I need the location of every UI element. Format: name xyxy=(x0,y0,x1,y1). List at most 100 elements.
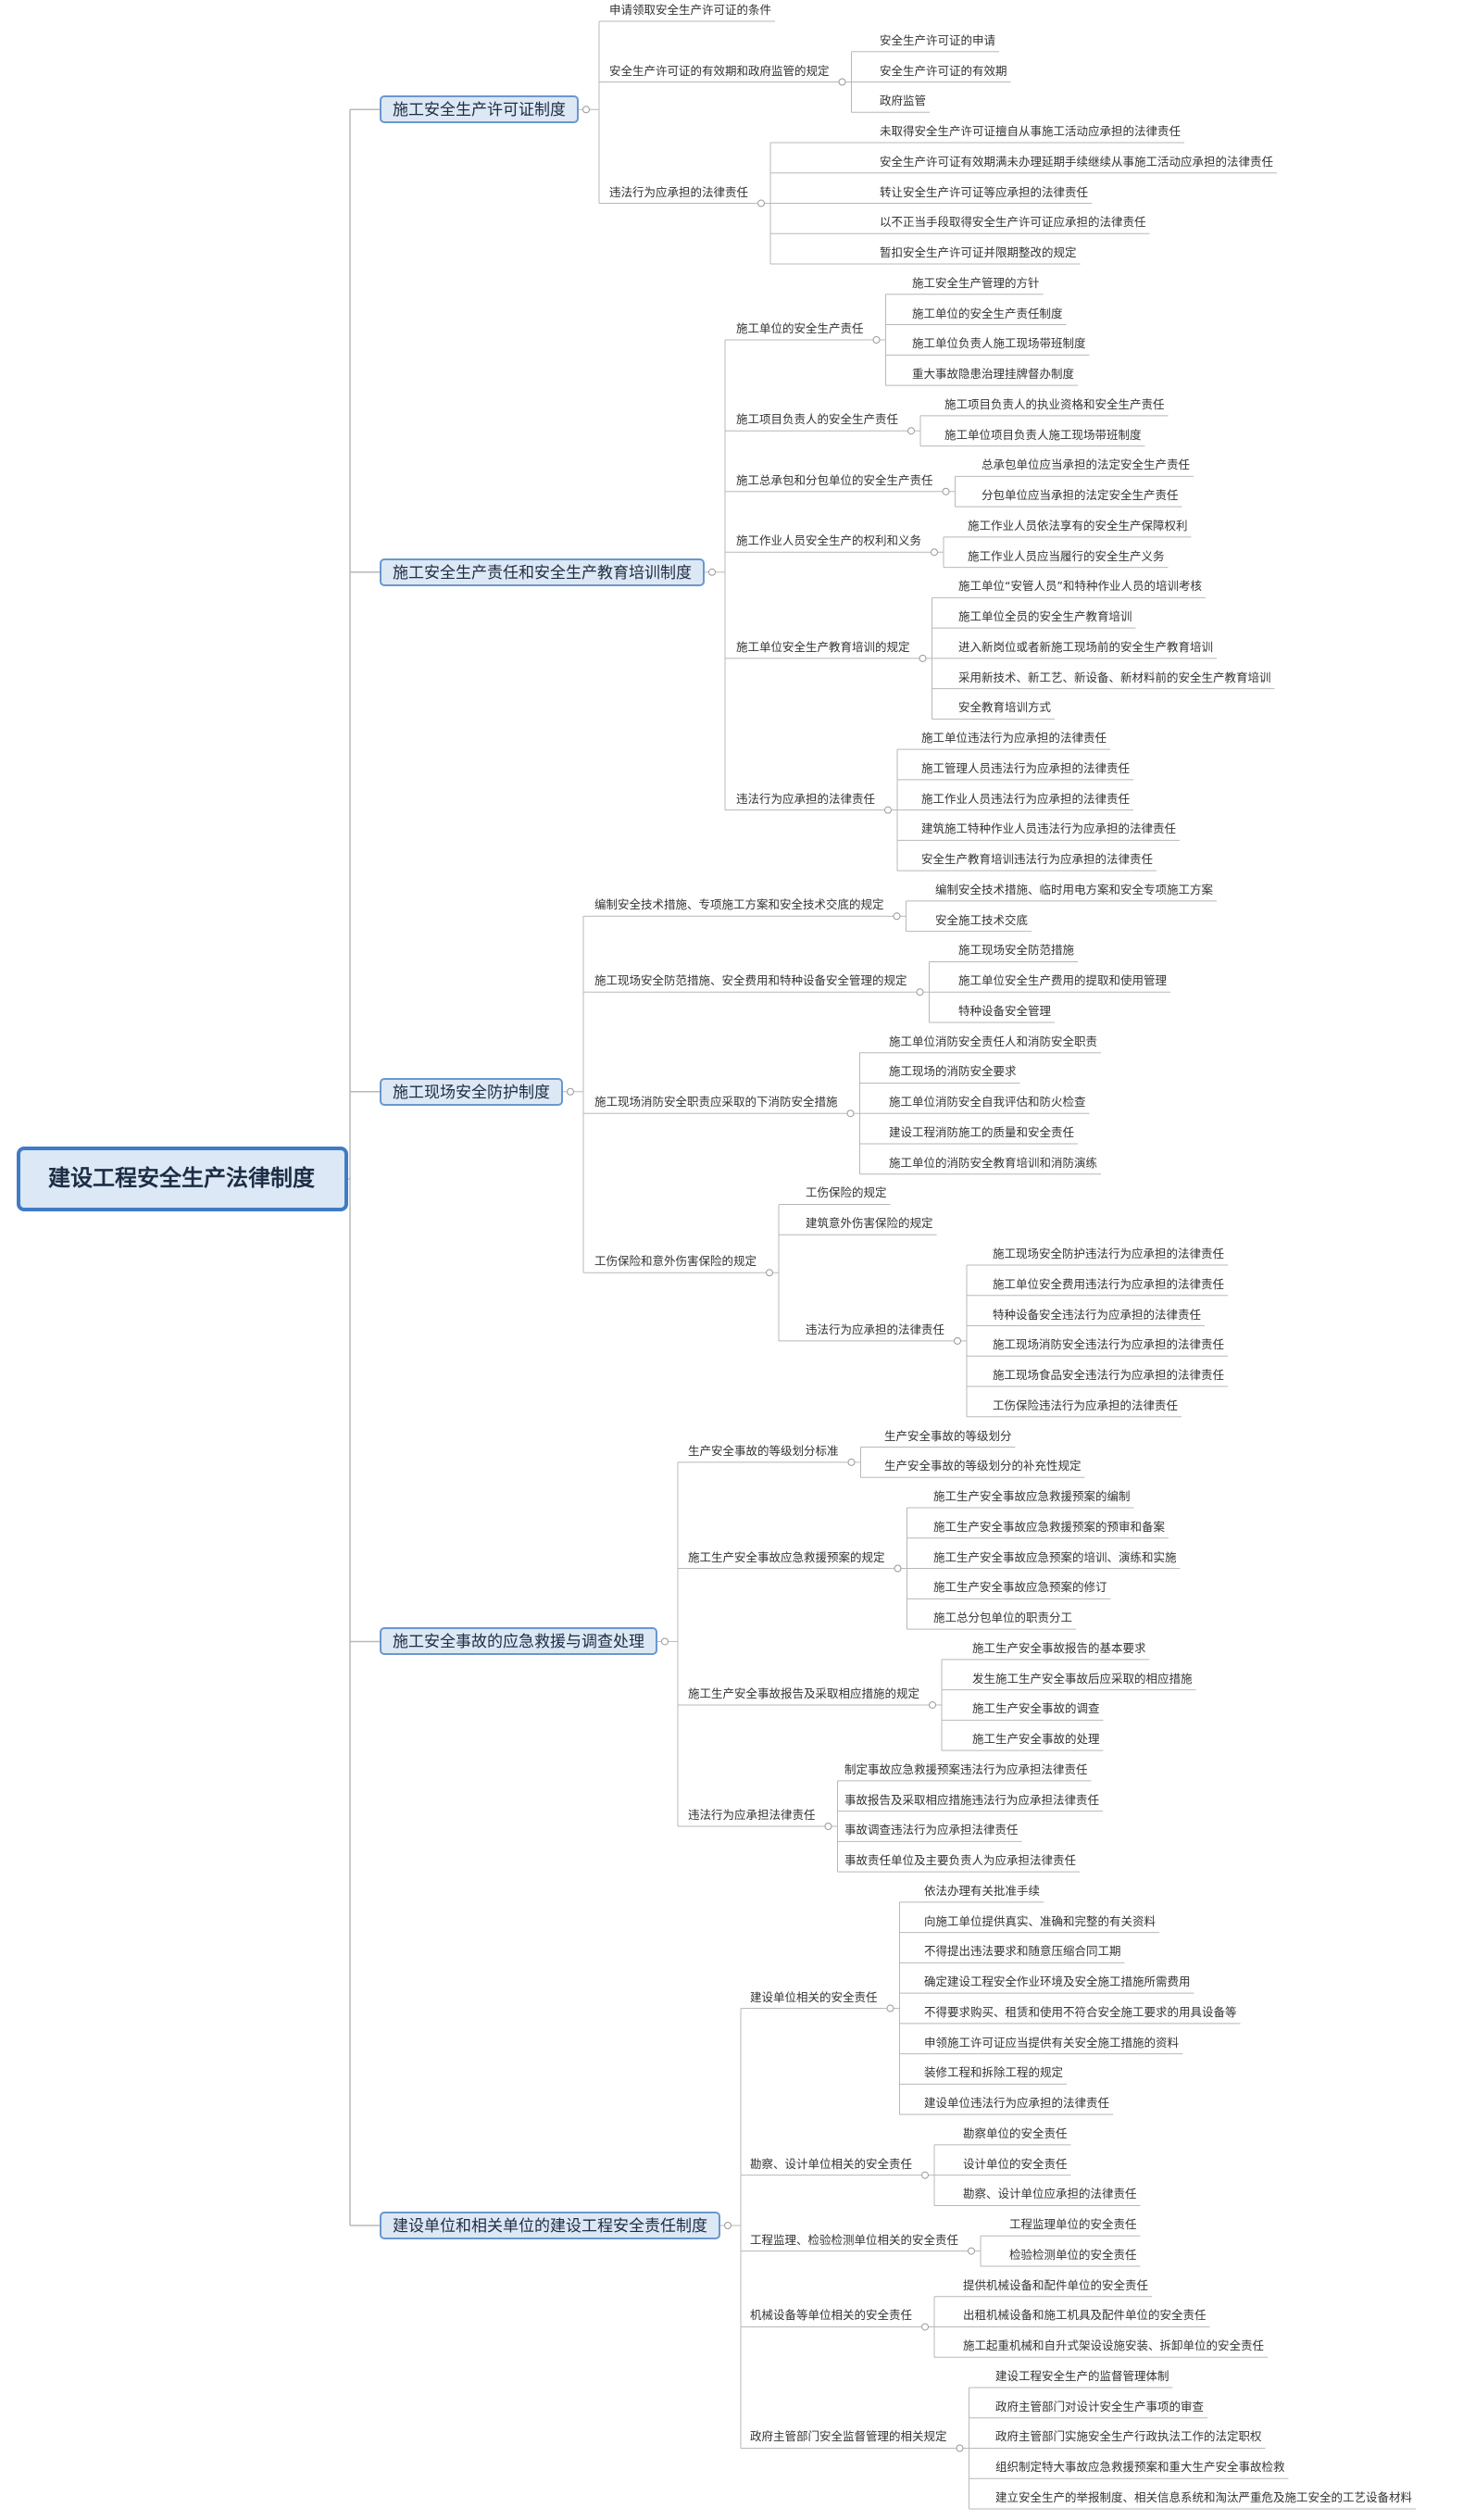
collapse-toggle-icon[interactable] xyxy=(872,335,881,344)
collapse-toggle-icon[interactable] xyxy=(894,1564,902,1573)
node-d3[interactable]: 勘察、设计单位应承担的法律责任 xyxy=(963,2187,1137,2201)
node-d3[interactable]: 组织制定特大事故应急救援预案和重大生产安全事故检救 xyxy=(995,2460,1285,2475)
node-d3[interactable]: 施工单位的安全生产责任制度 xyxy=(912,306,1063,320)
node-d3[interactable]: 安全生产许可证有效期满未办理延期手续继续从事施工活动应承担的法律责任 xyxy=(880,154,1274,169)
node-d3[interactable]: 施工作业人员依法享有的安全生产保障权利 xyxy=(968,518,1188,533)
root-topic[interactable]: 建设工程安全生产法律制度 xyxy=(17,1147,348,1211)
node-d3[interactable]: 安全生产许可证的申请 xyxy=(880,32,996,47)
node-d3[interactable]: 进入新岗位或者新施工现场前的安全生产教育培训 xyxy=(958,639,1214,654)
collapse-toggle-icon[interactable] xyxy=(956,2444,964,2452)
node-d3[interactable]: 生产安全事故的等级划分 xyxy=(884,1428,1012,1443)
collapse-toggle-icon[interactable] xyxy=(942,487,950,495)
node-d3[interactable]: 施工单位消防安全责任人和消防安全职责 xyxy=(889,1034,1098,1048)
node-d3[interactable]: 申领施工许可证应当提供有关安全施工措施的资料 xyxy=(924,2035,1180,2050)
node-d3[interactable]: 安全教育培训方式 xyxy=(958,700,1052,715)
node-d3[interactable]: 施工作业人员违法行为应承担的法律责任 xyxy=(921,791,1131,806)
node-d3[interactable]: 检验检测单位的安全责任 xyxy=(1009,2247,1137,2262)
collapse-toggle-icon[interactable] xyxy=(838,78,846,86)
node-d3[interactable]: 暂扣安全生产许可证并限期整改的规定 xyxy=(880,245,1077,260)
collapse-toggle-icon[interactable] xyxy=(907,427,916,435)
node-d3[interactable]: 施工生产安全事故应急预案的培训、演练和实施 xyxy=(933,1549,1177,1564)
node-d3[interactable]: 施工单位“安管人员”和特种作业人员的培训考核 xyxy=(958,579,1202,594)
node-d2[interactable]: 勘察、设计单位相关的安全责任 xyxy=(750,2156,913,2171)
node-d3[interactable]: 分包单位应当承担的法定安全生产责任 xyxy=(982,488,1179,503)
node-d3[interactable]: 以不正当手段取得安全生产许可证应承担的法律责任 xyxy=(880,215,1146,230)
node-d3[interactable]: 出租机械设备和施工机具及配件单位的安全责任 xyxy=(963,2308,1207,2323)
node-d3[interactable]: 事故调查违法行为应承担法律责任 xyxy=(844,1823,1019,1837)
node-d3[interactable]: 设计单位的安全责任 xyxy=(963,2156,1068,2171)
node-d2[interactable]: 施工作业人员安全生产的权利和义务 xyxy=(736,533,922,548)
node-d3[interactable]: 政府主管部门对设计安全生产事项的审查 xyxy=(995,2399,1205,2413)
node-d3[interactable]: 向施工单位提供真实、准确和完整的有关资料 xyxy=(924,1913,1157,1928)
node-d3[interactable]: 建筑意外伤害保险的规定 xyxy=(806,1216,933,1231)
collapse-toggle-icon[interactable] xyxy=(723,2222,732,2230)
node-d2[interactable]: 工伤保险和意外伤害保险的规定 xyxy=(594,1254,757,1269)
node-d3[interactable]: 发生施工生产安全事故后应采取的相应措施 xyxy=(972,1671,1193,1686)
node-d3[interactable]: 工伤保险的规定 xyxy=(806,1185,887,1200)
node-d3[interactable]: 施工现场的消防安全要求 xyxy=(889,1064,1017,1079)
node-d3[interactable]: 建设单位违法行为应承担的法律责任 xyxy=(924,2096,1110,2111)
node-d3[interactable]: 施工单位负责人施工现场带班制度 xyxy=(912,336,1086,351)
collapse-toggle-icon[interactable] xyxy=(893,912,901,921)
node-d3[interactable]: 装修工程和拆除工程的规定 xyxy=(924,2065,1064,2080)
node-d3[interactable]: 施工单位项目负责人施工现场带班制度 xyxy=(944,427,1142,442)
section-topic[interactable]: 建设单位和相关单位的建设工程安全责任制度 xyxy=(380,2212,720,2239)
node-d3[interactable]: 安全生产许可证的有效期 xyxy=(880,63,1007,78)
collapse-toggle-icon[interactable] xyxy=(566,1087,574,1096)
node-d3[interactable]: 施工生产安全事故应急预案的修订 xyxy=(933,1580,1107,1595)
node-d3[interactable]: 提供机械设备和配件单位的安全责任 xyxy=(963,2277,1149,2292)
section-topic[interactable]: 施工现场安全防护制度 xyxy=(380,1077,563,1106)
node-d3[interactable]: 施工管理人员违法行为应承担的法律责任 xyxy=(921,760,1131,775)
collapse-toggle-icon[interactable] xyxy=(919,654,927,662)
node-d4[interactable]: 施工现场消防安全违法行为应承担的法律责任 xyxy=(993,1337,1225,1352)
node-d3[interactable]: 施工生产安全事故应急救援预案的编制 xyxy=(933,1489,1131,1504)
collapse-toggle-icon[interactable] xyxy=(921,2323,930,2331)
collapse-toggle-icon[interactable] xyxy=(929,1700,937,1709)
node-d2[interactable]: 施工项目负责人的安全生产责任 xyxy=(736,412,899,427)
node-d2[interactable]: 施工总承包和分包单位的安全生产责任 xyxy=(736,472,933,487)
collapse-toggle-icon[interactable] xyxy=(916,988,924,997)
section-topic[interactable]: 施工安全事故的应急救援与调查处理 xyxy=(380,1627,657,1656)
collapse-toggle-icon[interactable] xyxy=(766,1269,774,1277)
node-d2[interactable]: 违法行为应承担法律责任 xyxy=(688,1807,816,1822)
node-d3[interactable]: 建设工程安全生产的监督管理体制 xyxy=(995,2368,1169,2383)
collapse-toggle-icon[interactable] xyxy=(824,1822,832,1830)
node-d3[interactable]: 施工项目负责人的执业资格和安全生产责任 xyxy=(944,396,1165,411)
node-d3[interactable]: 施工生产安全事故应急救援预案的预审和备案 xyxy=(933,1519,1166,1534)
node-d3[interactable]: 依法办理有关批准手续 xyxy=(924,1883,1041,1898)
node-d3[interactable]: 政府监管 xyxy=(880,94,927,108)
node-d3[interactable]: 生产安全事故的等级划分的补充性规定 xyxy=(884,1459,1082,1473)
node-d3[interactable]: 施工现场安全防范措施 xyxy=(958,943,1075,958)
node-d2[interactable]: 编制安全技术措施、专项施工方案和安全技术交底的规定 xyxy=(594,897,884,912)
node-d3[interactable]: 安全施工技术交底 xyxy=(935,912,1029,927)
node-d3[interactable]: 施工总分包单位的职责分工 xyxy=(933,1611,1073,1625)
node-d3[interactable]: 施工单位违法行为应承担的法律责任 xyxy=(921,731,1107,746)
node-d2[interactable]: 违法行为应承担的法律责任 xyxy=(736,791,876,806)
node-d2[interactable]: 施工生产安全事故报告及采取相应措施的规定 xyxy=(688,1686,920,1700)
node-d4[interactable]: 施工现场安全防护违法行为应承担的法律责任 xyxy=(993,1247,1225,1260)
node-d3[interactable]: 施工起重机械和自升式架设设施安装、拆卸单位的安全责任 xyxy=(963,2338,1265,2353)
node-d3[interactable]: 建筑施工特种作业人员违法行为应承担的法律责任 xyxy=(921,821,1177,836)
node-d2[interactable]: 违法行为应承担的法律责任 xyxy=(609,184,749,199)
collapse-toggle-icon[interactable] xyxy=(757,199,766,207)
node-d3[interactable]: 工程监理单位的安全责任 xyxy=(1009,2217,1137,2232)
node-d3[interactable]: 重大事故隐患治理挂牌督办制度 xyxy=(912,367,1075,382)
collapse-toggle-icon[interactable] xyxy=(921,2171,930,2179)
node-d3[interactable]: 建设工程消防施工的质量和安全责任 xyxy=(889,1124,1075,1139)
collapse-toggle-icon[interactable] xyxy=(581,106,590,114)
node-d2[interactable]: 工程监理、检验检测单位相关的安全责任 xyxy=(750,2232,959,2247)
node-d3[interactable]: 安全生产教育培训违法行为应承担的法律责任 xyxy=(921,852,1154,867)
section-topic[interactable]: 施工安全生产责任和安全生产教育培训制度 xyxy=(380,558,705,586)
node-d3[interactable]: 转让安全生产许可证等应承担的法律责任 xyxy=(880,184,1089,199)
node-d3[interactable]: 施工单位消防安全自我评估和防火检查 xyxy=(889,1095,1086,1110)
node-d3[interactable]: 勘察单位的安全责任 xyxy=(963,2125,1068,2140)
collapse-toggle-icon[interactable] xyxy=(886,2004,894,2012)
node-d3[interactable]: 确定建设工程安全作业环境及安全施工措施所需费用 xyxy=(924,1975,1191,1989)
node-d2[interactable]: 生产安全事故的等级划分标准 xyxy=(688,1443,839,1458)
collapse-toggle-icon[interactable] xyxy=(707,568,716,576)
node-d3[interactable]: 建立安全生产的举报制度、相关信息系统和淘汰严重危及施工安全的工艺设备材料 xyxy=(995,2490,1413,2504)
node-d3[interactable]: 施工单位全员的安全生产教育培训 xyxy=(958,609,1132,624)
node-d4[interactable]: 施工单位安全费用违法行为应承担的法律责任 xyxy=(993,1276,1225,1291)
collapse-toggle-icon[interactable] xyxy=(846,1110,855,1118)
node-d2[interactable]: 施工单位安全生产教育培训的规定 xyxy=(736,639,910,654)
